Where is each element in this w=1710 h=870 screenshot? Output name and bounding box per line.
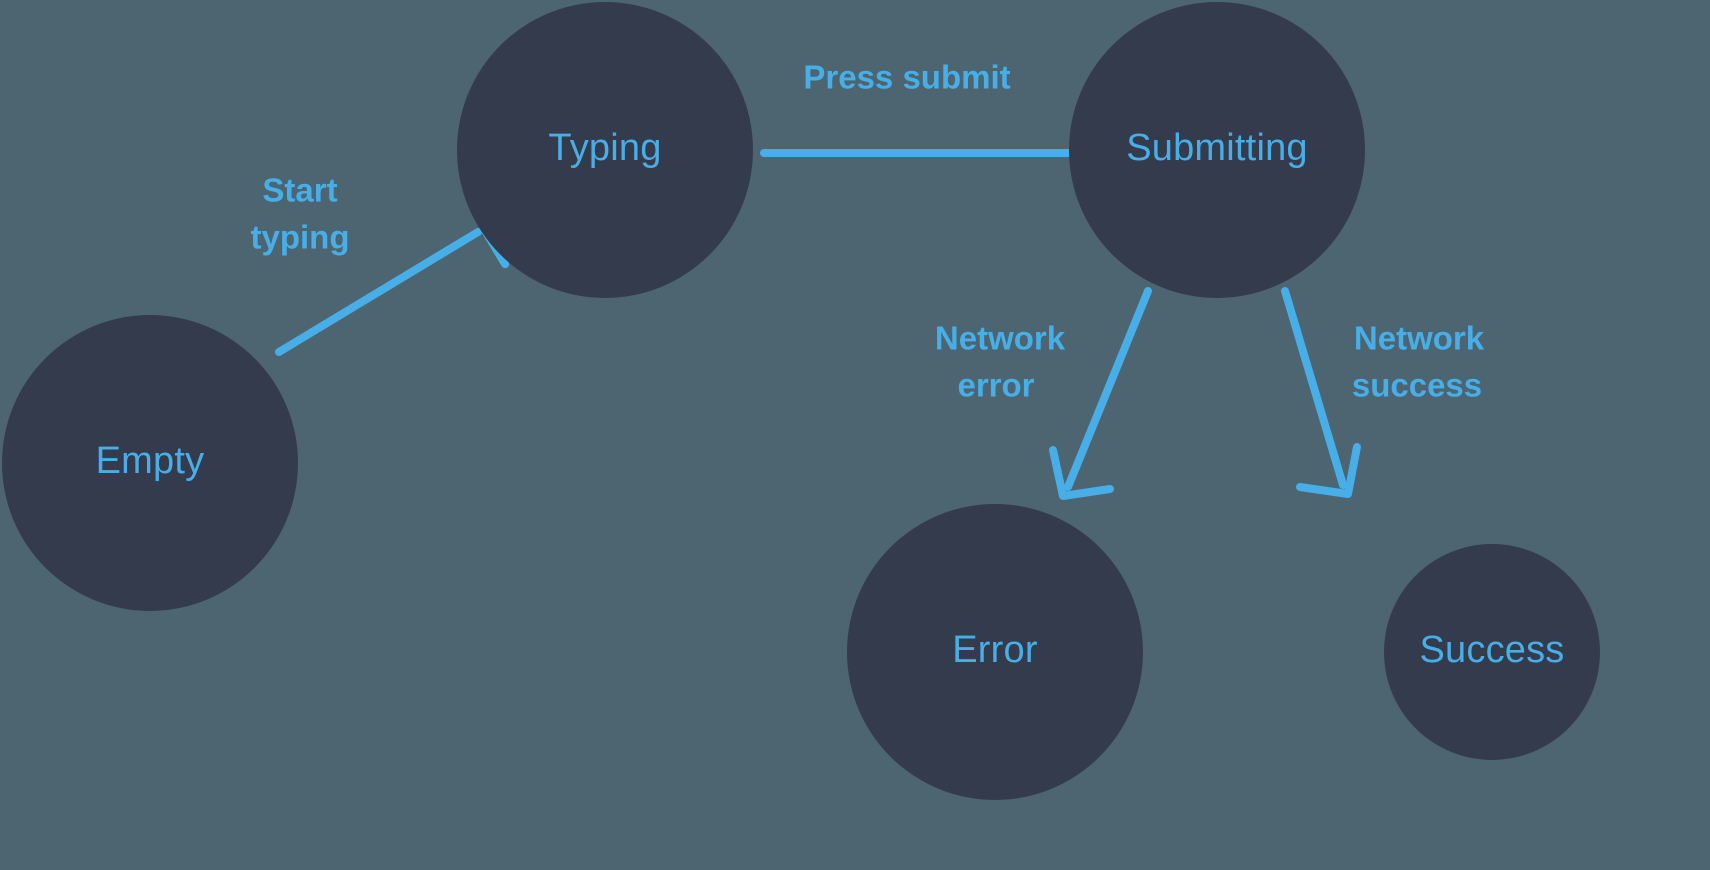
- edge-label-submitting-to-error-line-1: Network: [935, 320, 1066, 357]
- edge-submitting-to-error[interactable]: Network error: [935, 287, 1152, 500]
- edge-label-submitting-to-error-line-2: error: [957, 367, 1034, 404]
- edge-line-empty-to-typing: [275, 228, 482, 356]
- arrowhead-submitting-to-error: [1049, 446, 1114, 500]
- state-node-typing[interactable]: Typing: [457, 2, 753, 298]
- edge-label-empty-to-typing-line-2: typing: [251, 219, 350, 256]
- edge-line-submitting-to-success: [1281, 287, 1347, 489]
- edge-empty-to-typing[interactable]: Start typing: [251, 172, 540, 356]
- edge-label-empty-to-typing-line-1: Start: [262, 172, 337, 209]
- state-label-typing: Typing: [548, 127, 661, 169]
- state-node-error[interactable]: Error: [847, 504, 1143, 800]
- state-circle-submitting: [1069, 2, 1365, 298]
- state-label-submitting: Submitting: [1126, 127, 1308, 169]
- state-label-error: Error: [952, 629, 1038, 671]
- state-node-success[interactable]: Success: [1384, 544, 1600, 760]
- state-circle-success: [1384, 544, 1600, 760]
- edge-label-submitting-to-success-line-1: Network: [1354, 320, 1485, 357]
- edge-line-submitting-to-error: [1064, 287, 1152, 491]
- state-node-submitting[interactable]: Submitting: [1069, 2, 1365, 298]
- state-label-empty: Empty: [96, 440, 205, 482]
- state-circle-error: [847, 504, 1143, 800]
- state-label-success: Success: [1419, 629, 1564, 671]
- state-node-empty[interactable]: Empty: [2, 315, 298, 611]
- arrowhead-submitting-to-success: [1296, 443, 1361, 498]
- edge-label-typing-to-submitting: Press submit: [803, 59, 1010, 96]
- edge-submitting-to-success[interactable]: Network success: [1281, 287, 1485, 498]
- state-circle-empty: [2, 315, 298, 611]
- state-circle-typing: [457, 2, 753, 298]
- edge-label-submitting-to-success-line-2: success: [1352, 367, 1482, 404]
